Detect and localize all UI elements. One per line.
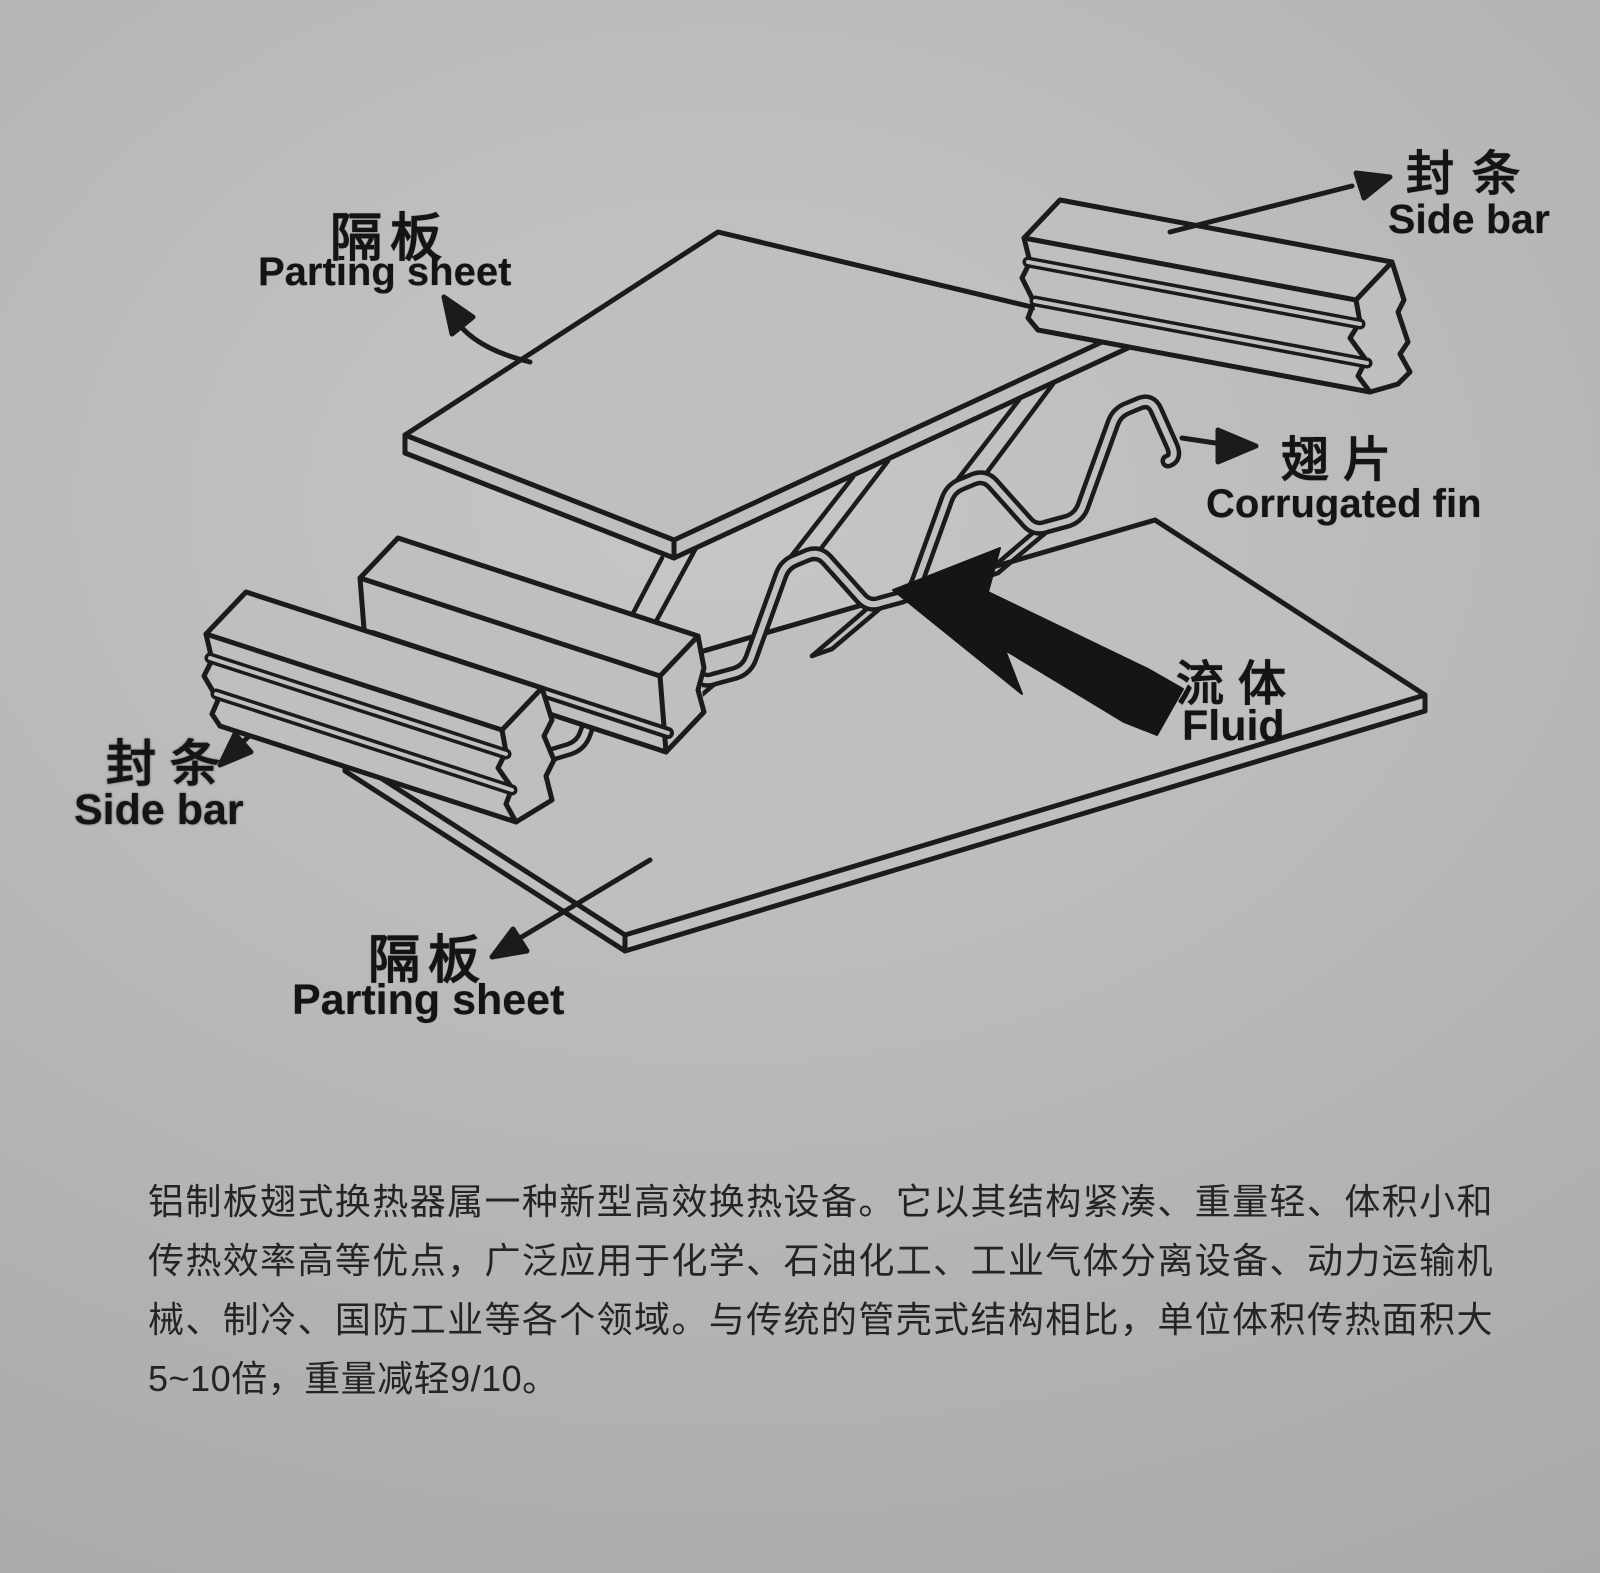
label-side-bar-top-zh: 封条 xyxy=(1406,148,1539,201)
label-side-bar-left-zh: 封条 xyxy=(106,736,234,792)
label-side-bar-top-en: Side bar xyxy=(1388,196,1550,242)
label-parting-sheet-top-en: Parting sheet xyxy=(258,250,512,294)
label-corrugated-fin-zh: 翅片 xyxy=(1281,434,1406,487)
caption-paragraph: 铝制板翅式换热器属一种新型高效换热设备。它以其结构紧凑、重量轻、体积小和传热效率… xyxy=(148,1181,1493,1399)
label-arrow-parting-sheet-top xyxy=(441,294,533,365)
top-right-side-bar-drawing xyxy=(1019,197,1413,395)
label-arrow-corrugated-fin xyxy=(1179,427,1259,465)
label-fluid-en: Fluid xyxy=(1182,702,1285,750)
label-fluid-zh: 流体 xyxy=(1176,658,1301,711)
fluid-arrow xyxy=(892,547,1184,736)
label-parting-sheet-bottom-zh: 隔板 xyxy=(368,932,489,990)
label-side-bar-left-en: Side bar xyxy=(74,786,244,834)
label-corrugated-fin-en: Corrugated fin xyxy=(1206,482,1482,526)
label-arrow-side-bar-top xyxy=(1167,170,1393,235)
label-arrow-parting-sheet-bottom xyxy=(489,857,653,960)
label-parting-sheet-bottom-en: Parting sheet xyxy=(292,976,565,1024)
label-parting-sheet-top-zh: 隔板 xyxy=(330,210,451,268)
left-side-bar-drawing xyxy=(201,589,557,825)
